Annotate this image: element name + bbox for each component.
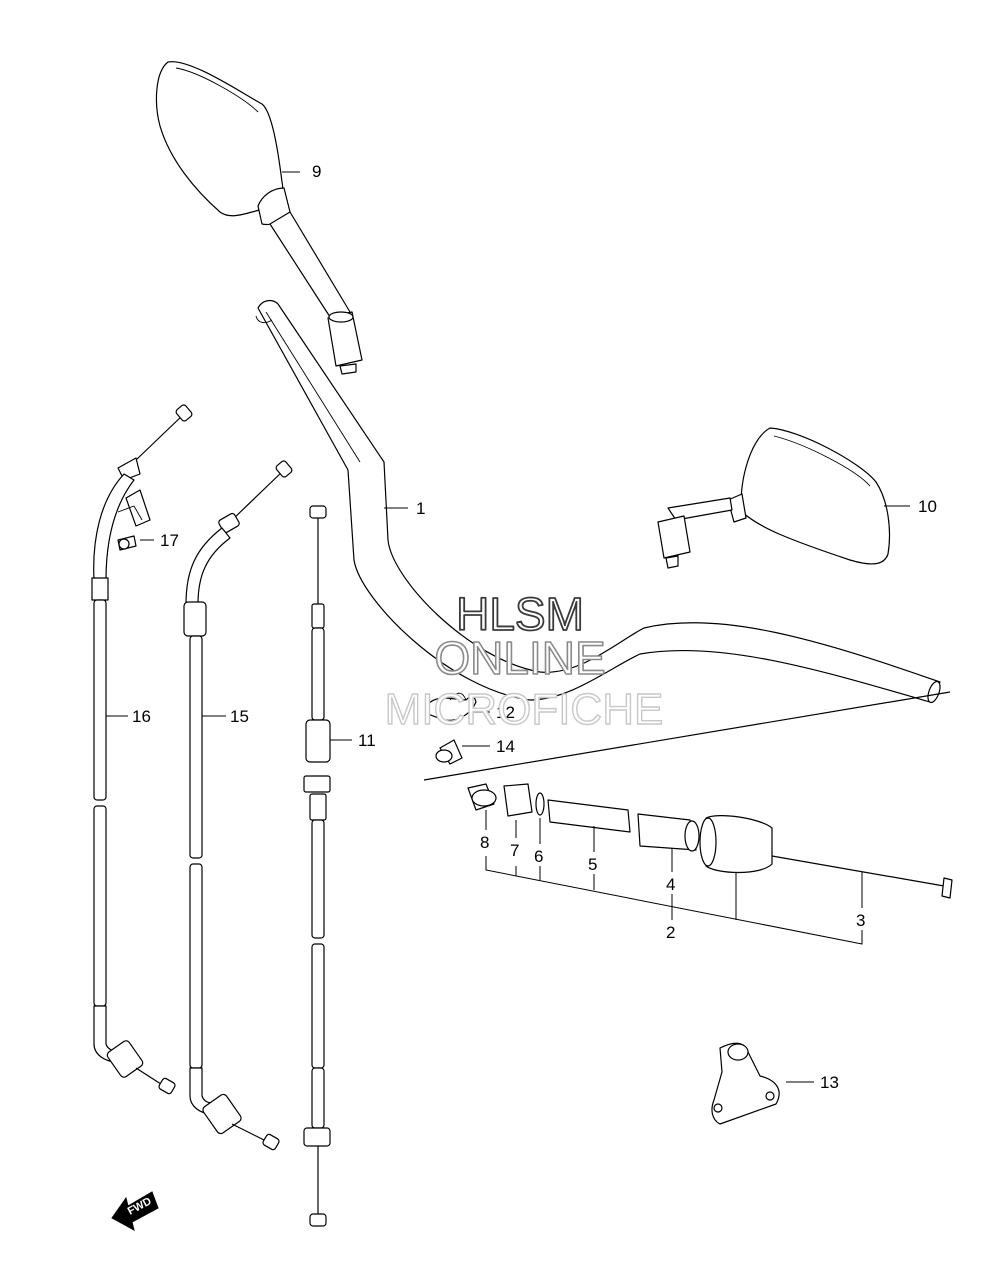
callout-16: 16 [132, 707, 151, 726]
leader-lines [106, 171, 910, 1083]
callout-3: 3 [856, 911, 865, 930]
part-handlebar[interactable] [255, 299, 942, 705]
fwd-arrow-icon: FWD [111, 1191, 159, 1231]
callout-6: 6 [534, 847, 543, 866]
callout-15: 15 [230, 707, 249, 726]
callout-1: 1 [416, 499, 425, 518]
watermark-line1: HLSM [456, 588, 584, 640]
callout-7: 7 [510, 841, 519, 860]
callout-10: 10 [918, 497, 937, 516]
part-mirror-left[interactable] [155, 61, 363, 375]
callout-labels: 9 1 10 11 12 14 17 16 15 13 8 7 6 5 4 2 … [132, 162, 937, 1092]
callout-13: 13 [820, 1073, 839, 1092]
callout-14: 14 [496, 737, 515, 756]
callout-2: 2 [666, 923, 675, 942]
part-grip-end-assembly[interactable] [423, 691, 953, 899]
part-throttle-cable-15[interactable] [183, 460, 293, 1151]
callout-9: 9 [312, 162, 321, 181]
callout-8: 8 [480, 833, 489, 852]
part-bolt-14[interactable] [435, 739, 463, 765]
part-bracket-13[interactable] [711, 1042, 780, 1125]
watermark-line2: ONLINE [434, 632, 605, 684]
watermark: HLSM ONLINE MICROFICHE [384, 587, 664, 735]
callout-4: 4 [666, 875, 675, 894]
part-mirror-right[interactable] [657, 427, 891, 569]
callout-11: 11 [358, 731, 376, 750]
watermark-line3: MICROFICHE [385, 685, 664, 734]
part-throttle-cable-16[interactable] [91, 404, 193, 1095]
callout-12: 12 [496, 703, 515, 722]
callout-5: 5 [588, 855, 597, 874]
part-clip-17[interactable] [117, 489, 151, 551]
part-clutch-cable-11[interactable] [303, 505, 331, 1227]
callout-17: 17 [160, 531, 179, 550]
part-cable-clamp-12[interactable] [426, 692, 477, 721]
